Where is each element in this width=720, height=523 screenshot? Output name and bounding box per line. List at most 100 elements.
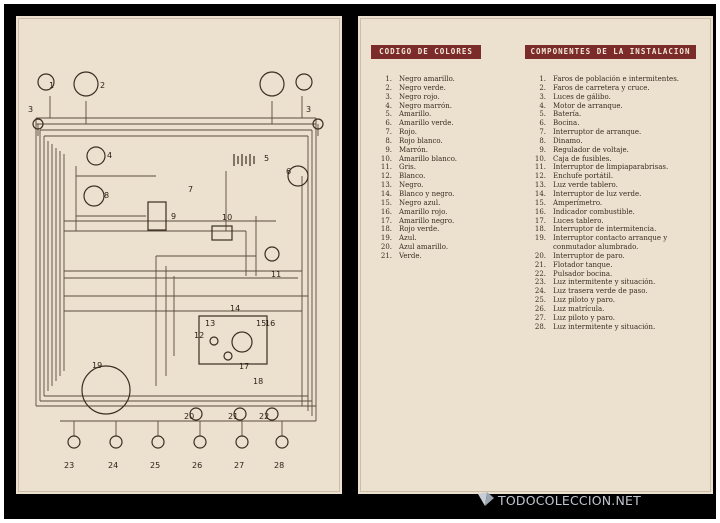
list-item: 19.Azul. [372, 234, 512, 243]
item-number: 5. [539, 110, 546, 119]
item-number: 10. [380, 154, 392, 163]
component-number-label: 25 [150, 461, 160, 470]
item-number: 17. [534, 216, 546, 225]
component-number-label: 23 [64, 461, 74, 470]
item-number: 1. [539, 75, 546, 83]
component-number-label: 17 [239, 362, 249, 371]
item-number: 16. [534, 207, 546, 216]
item-number: 13. [534, 181, 546, 190]
list-item: 27.Luz piloto y paro. [526, 314, 711, 323]
component-number-label: 26 [192, 461, 202, 470]
item-text: Pulsador bocina. [553, 269, 613, 278]
item-text: Interruptor de limpiaparabrisas. [553, 163, 669, 172]
list-item: 12.Enchufe portátil. [526, 172, 711, 181]
item-number: 3. [385, 92, 392, 101]
component-number-label: 13 [205, 319, 215, 328]
item-number: 24. [534, 287, 546, 296]
item-text: Rojo blanco. [399, 136, 443, 145]
item-number: 26. [534, 304, 546, 313]
list-item: 6.Amarillo verde. [372, 119, 512, 128]
list-item: 17. Amarillo negro. [372, 217, 512, 226]
list-item: 10.Caja de fusibles. [526, 155, 711, 164]
item-number: 19. [534, 234, 546, 243]
item-text: Amarillo negro. [399, 216, 455, 225]
list-item: 16.Indicador combustible. [526, 208, 711, 217]
list-item: 21.Verde. [372, 252, 512, 261]
component-number-label: 3 [28, 105, 33, 114]
list-item: 5. Batería. [526, 110, 711, 119]
component-number-label: 8 [104, 191, 109, 200]
item-text: Verde. [399, 251, 422, 260]
item-number: 27. [534, 313, 546, 322]
list-item: 28.Luz intermitente y situación. [526, 323, 711, 332]
list-item: 3.Luces de gálibo. [526, 93, 711, 102]
item-text: Amarillo verde. [399, 119, 454, 128]
item-text: Negro amarillo. [399, 75, 455, 83]
item-text: Amperímetro. [553, 198, 603, 207]
list-item: 17. Luces tablero. [526, 217, 711, 226]
item-number: 7. [385, 128, 392, 137]
list-item: 15.Negro azul. [372, 199, 512, 208]
item-text: Luces de gálibo. [553, 92, 611, 101]
list-item: 22. Pulsador bocina. [526, 270, 711, 279]
item-number: 20. [380, 243, 392, 252]
item-number: 9. [385, 145, 392, 154]
item-text: Faros de población e intermitentes. [553, 75, 680, 83]
list-item: 2.Faros de carretera y cruce. [526, 84, 711, 93]
component-number-label: 18 [253, 377, 263, 386]
item-text: Marrón. [399, 145, 428, 154]
item-text: Interruptor de luz verde. [553, 189, 642, 198]
list-item: 21. Flotador tanque. [526, 261, 711, 270]
list-item: 2.Negro verde. [372, 84, 512, 93]
list-item: 18.Rojo verde. [372, 225, 512, 234]
item-number: 14. [534, 189, 546, 198]
item-number: 7. [539, 128, 546, 137]
item-text: Luz trasera verde de paso. [553, 287, 648, 296]
item-number: 21. [534, 260, 546, 269]
item-number: 18. [380, 225, 392, 234]
todocoleccion-logo-icon [478, 492, 494, 506]
item-text: Regulador de voltaje. [553, 145, 629, 154]
item-number: 9. [539, 145, 546, 154]
list-item: 8.Dinamo. [526, 137, 711, 146]
list-item: 1. Negro amarillo. [372, 75, 512, 84]
item-number: 22. [534, 269, 546, 278]
component-number-label: 4 [107, 151, 112, 160]
item-text: Luces tablero. [553, 216, 604, 225]
item-text: Amarillo. [399, 110, 432, 119]
color-code-header: CODIGO DE COLORES [371, 45, 481, 59]
item-number: 8. [385, 136, 392, 145]
component-number-label: 15 [256, 319, 266, 328]
component-number-label: 27 [234, 461, 244, 470]
item-number: 18. [534, 225, 546, 234]
item-text: Flotador tanque. [553, 260, 613, 269]
component-number-label: 22 [259, 412, 269, 421]
item-number: 15. [534, 198, 546, 207]
item-text: Negro marrón. [399, 101, 452, 110]
watermark-text: TODOCOLECCION.NET [498, 493, 641, 508]
item-number: 1. [385, 75, 392, 83]
list-item: 13.Luz verde tablero. [526, 181, 711, 190]
component-number-label: 6 [286, 167, 291, 176]
item-number: 8. [539, 136, 546, 145]
component-number-label: 21 [228, 412, 238, 421]
list-item: 13.Negro. [372, 181, 512, 190]
item-text: Negro verde. [399, 83, 446, 92]
item-text: Azul amarillo. [399, 243, 449, 252]
page-border [360, 18, 711, 492]
list-item: 7.Rojo. [372, 128, 512, 137]
list-item: 23.Luz intermitente y situación. [526, 278, 711, 287]
item-number: 17. [380, 216, 392, 225]
item-text: Negro azul. [399, 198, 441, 207]
item-number: 16. [380, 207, 392, 216]
item-text: Interruptor de arranque. [553, 128, 642, 137]
item-text: Motor de arranque. [553, 101, 623, 110]
list-item: 20. Azul amarillo. [372, 243, 512, 252]
list-item: 26.Luz matrícula. [526, 305, 711, 314]
component-number-label: 14 [230, 304, 240, 313]
item-number: 6. [539, 119, 546, 128]
item-number: 4. [539, 101, 546, 110]
item-text: Batería. [553, 110, 582, 119]
list-item: 25.Luz piloto y paro. [526, 296, 711, 305]
